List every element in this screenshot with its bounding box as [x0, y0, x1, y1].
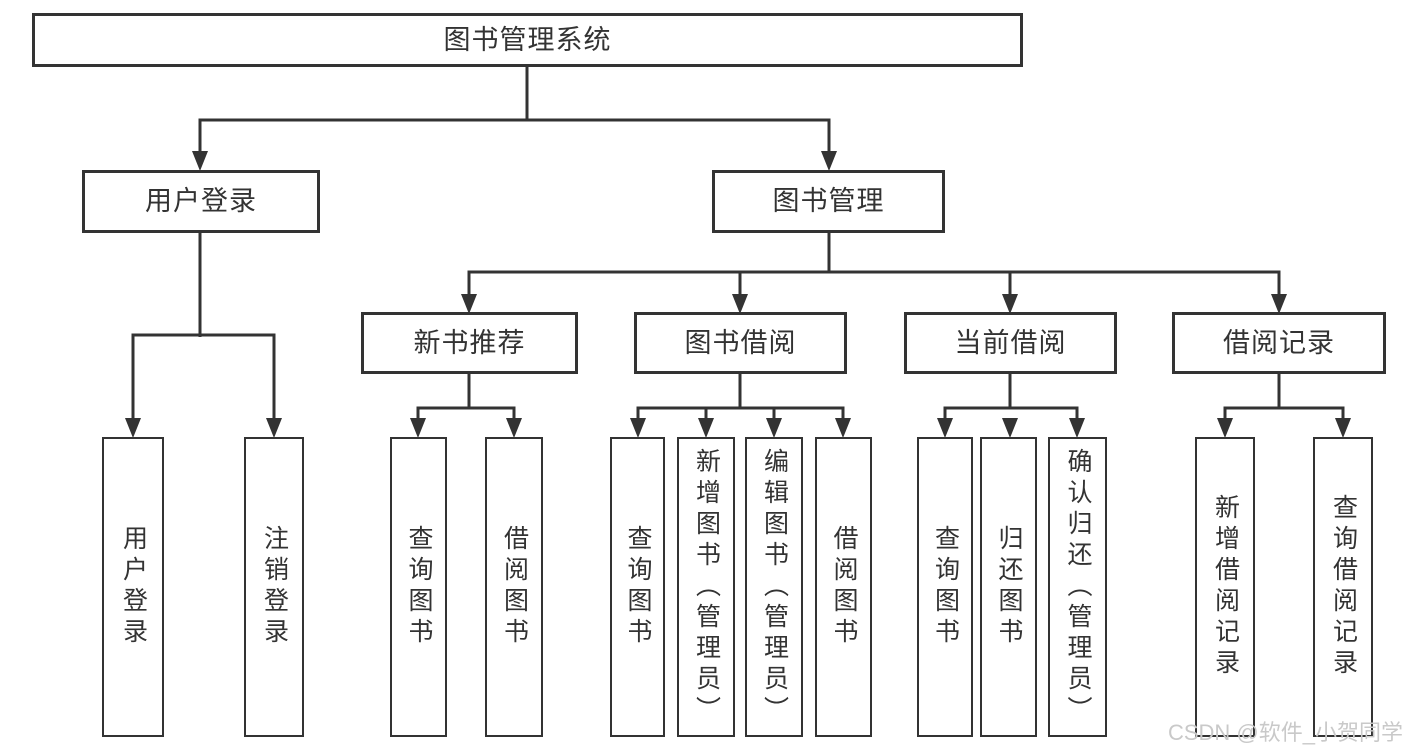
node-borrow-record-label: 借阅记录	[1223, 327, 1335, 358]
leaf-user-login-label: 用户登录	[119, 525, 148, 649]
node-borrow-record: 借阅记录	[1172, 312, 1386, 374]
connector-new-book	[416, 373, 516, 419]
leaf-user-login: 用户登录	[102, 437, 164, 737]
node-user-login-label: 用户登录	[145, 186, 257, 216]
leaf-bb-borrow-books-label: 借阅图书	[830, 525, 858, 649]
arrowhead	[266, 418, 282, 438]
leaf-bb-query-books-label: 查询图书	[624, 525, 652, 649]
connector-book-management	[467, 231, 1281, 295]
leaf-bb-add-books-admin: 新增图书（管理员）	[677, 437, 735, 737]
arrowhead	[630, 418, 646, 438]
node-new-book-recommend: 新书推荐	[361, 312, 578, 374]
arrowhead	[192, 151, 208, 171]
leaf-br-add-record-label: 新增借阅记录	[1211, 494, 1240, 680]
leaf-bb-edit-books-admin-label: 编辑图书（管理员）	[760, 447, 789, 727]
node-user-login: 用户登录	[82, 170, 320, 233]
leaf-br-add-record: 新增借阅记录	[1195, 437, 1255, 737]
leaf-logout: 注销登录	[244, 437, 304, 737]
node-book-management: 图书管理	[712, 170, 945, 233]
arrowhead	[1335, 418, 1351, 438]
node-book-management-label: 图书管理	[772, 186, 885, 216]
leaf-cb-return-books: 归还图书	[980, 437, 1037, 737]
arrowhead	[937, 418, 953, 438]
leaf-br-query-record: 查询借阅记录	[1313, 437, 1373, 737]
arrowhead	[1002, 294, 1018, 314]
connector-borrow-record	[1223, 373, 1345, 419]
node-root-label: 图书管理系统	[443, 24, 612, 55]
arrowhead	[835, 418, 851, 438]
leaf-nb-query-books: 查询图书	[390, 437, 447, 737]
leaf-nb-borrow-books: 借阅图书	[485, 437, 543, 737]
node-book-borrow: 图书借阅	[634, 312, 847, 374]
arrowhead	[461, 294, 477, 314]
node-new-book-recommend-label: 新书推荐	[413, 327, 526, 358]
leaf-bb-edit-books-admin: 编辑图书（管理员）	[745, 437, 803, 737]
leaf-bb-query-books: 查询图书	[610, 437, 665, 737]
leaf-logout-label: 注销登录	[260, 525, 289, 649]
arrowhead	[821, 151, 837, 171]
node-book-borrow-label: 图书借阅	[684, 327, 797, 358]
node-current-borrow-label: 当前借阅	[954, 327, 1067, 358]
leaf-nb-query-books-label: 查询图书	[405, 525, 433, 649]
arrowhead	[506, 418, 522, 438]
connector-user-login	[131, 232, 276, 419]
arrowhead	[410, 418, 426, 438]
leaf-cb-confirm-return-admin: 确认归还（管理员）	[1048, 437, 1107, 737]
node-root: 图书管理系统	[32, 13, 1023, 67]
leaf-cb-return-books-label: 归还图书	[995, 525, 1023, 649]
arrowhead	[732, 294, 748, 314]
leaf-br-query-record-label: 查询借阅记录	[1329, 494, 1358, 680]
connector-root	[198, 67, 831, 152]
arrowhead	[698, 418, 714, 438]
watermark: CSDN @软件_小贺同学	[1167, 720, 1403, 745]
leaf-nb-borrow-books-label: 借阅图书	[500, 525, 529, 649]
arrowhead	[125, 418, 141, 438]
connector-book-borrow	[636, 373, 845, 419]
leaf-cb-query-books-label: 查询图书	[931, 525, 960, 649]
arrowhead	[1217, 418, 1233, 438]
connector-current-borrow	[943, 373, 1079, 419]
leaf-bb-borrow-books: 借阅图书	[815, 437, 872, 737]
arrowhead	[1271, 294, 1287, 314]
leaf-cb-confirm-return-admin-label: 确认归还（管理员）	[1064, 447, 1092, 727]
leaf-bb-add-books-admin-label: 新增图书（管理员）	[692, 447, 721, 727]
arrowhead	[1069, 418, 1085, 438]
leaf-cb-query-books: 查询图书	[917, 437, 973, 737]
arrowhead	[766, 418, 782, 438]
node-current-borrow: 当前借阅	[904, 312, 1117, 374]
arrowhead	[1002, 418, 1018, 438]
